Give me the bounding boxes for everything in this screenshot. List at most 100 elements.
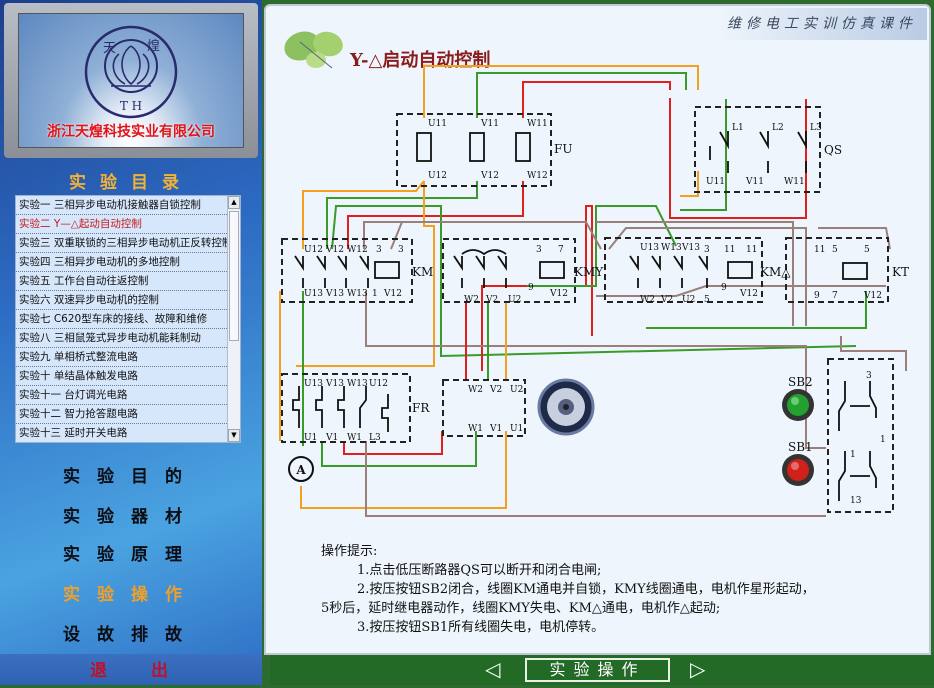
terminal-label: SB1 xyxy=(788,440,813,454)
wires xyxy=(279,65,907,517)
menu-operation[interactable]: 实验操作 xyxy=(63,585,199,605)
next-arrow-icon[interactable]: ▷ xyxy=(690,657,706,681)
terminal-label: KM△ xyxy=(760,265,791,279)
terminal-label: 3 xyxy=(376,245,382,255)
motor-terminal-box[interactable] xyxy=(442,379,526,437)
menu-equipment[interactable]: 实验器材 xyxy=(63,507,199,527)
terminal-label: 9 xyxy=(528,283,534,293)
component-symbols xyxy=(288,131,877,501)
sb2-button[interactable] xyxy=(782,389,814,421)
scroll-down-icon[interactable]: ▼ xyxy=(228,429,240,442)
terminal-label: 5 xyxy=(832,245,838,255)
km-box[interactable] xyxy=(281,238,413,303)
terminal-label: 1 xyxy=(850,450,856,460)
kmd-coil xyxy=(727,261,753,279)
experiment-item[interactable]: 实验五 工作台自动往返控制 xyxy=(16,272,227,291)
experiment-item[interactable]: 实验九 单相桥式整流电路 xyxy=(16,348,227,367)
sidebar: 天 煌 T H 浙江天煌科技实业有限公司 实验目录 实验一 三相异步电动机接触器… xyxy=(0,0,262,685)
experiment-list[interactable]: 实验一 三相异步电动机接触器自锁控制实验二 Y—△起动自动控制实验三 双重联锁的… xyxy=(15,195,241,443)
experiment-item[interactable]: 实验七 C620型车床的接线、故障和维修 xyxy=(16,310,227,329)
course-banner: 维修电工实训仿真课件 xyxy=(717,8,927,40)
terminal-label: A xyxy=(295,463,306,477)
button-box[interactable] xyxy=(827,358,894,513)
terminal-label: V2 xyxy=(485,295,498,305)
kmy-box[interactable] xyxy=(442,238,576,303)
terminal-label: 3 xyxy=(536,245,542,255)
scroll-thumb[interactable] xyxy=(229,211,239,341)
terminal-label: U12 xyxy=(304,245,323,255)
terminal-label: V2 xyxy=(489,385,502,395)
terminal-label: 7 xyxy=(832,291,838,301)
experiment-item[interactable]: 实验六 双速异步电动机的控制 xyxy=(16,291,227,310)
terminal-label: L1 xyxy=(732,123,744,133)
terminal-label: V13 xyxy=(325,289,344,299)
terminal-label: 13 xyxy=(850,496,862,506)
company-logo-panel: 天 煌 T H 浙江天煌科技实业有限公司 xyxy=(4,3,258,158)
terminal-label: U12 xyxy=(369,379,388,389)
experiment-item[interactable]: 实验四 三相异步电动机的多地控制 xyxy=(16,253,227,272)
terminal-label: 11 xyxy=(814,245,825,255)
tip-line: 3.按压按钮SB1所有线圈失电，电机停转。 xyxy=(357,620,605,635)
experiment-item[interactable]: 实验十三 延时开关电路 xyxy=(16,424,227,442)
qs-box[interactable] xyxy=(694,106,821,193)
kmd-box[interactable] xyxy=(604,237,763,303)
experiment-item[interactable]: 实验八 三相鼠笼式异步电动机能耗制动 xyxy=(16,329,227,348)
terminal-label: V1 xyxy=(489,424,502,434)
fuse-u xyxy=(416,132,432,162)
terminal-label: V12 xyxy=(480,171,499,181)
menu-principle[interactable]: 实验原理 xyxy=(63,545,199,565)
terminal-label: V12 xyxy=(325,245,344,255)
tip-line: 1.点击低压断路器QS可以断开和闭合电闸; xyxy=(357,563,602,578)
experiment-item[interactable]: 实验十 单结晶体触发电路 xyxy=(16,367,227,386)
terminal-label: W13 xyxy=(347,379,368,389)
scroll-up-icon[interactable]: ▲ xyxy=(228,196,240,209)
terminal-label: 5 xyxy=(704,295,710,305)
terminal-label: 3 xyxy=(398,245,404,255)
terminal-label: 3 xyxy=(704,245,710,255)
kt-box[interactable] xyxy=(785,237,889,303)
terminal-label: U13 xyxy=(640,243,659,253)
motor[interactable] xyxy=(537,378,595,436)
terminal-label: W1 xyxy=(468,424,483,434)
terminal-label: V12 xyxy=(549,289,568,299)
terminal-label: 7 xyxy=(558,245,564,255)
terminal-label: 11 xyxy=(724,245,735,255)
sb1-button[interactable] xyxy=(782,454,814,486)
terminal-label: W2 xyxy=(468,385,483,395)
terminal-label: L3 xyxy=(369,433,381,443)
main-panel: 维修电工实训仿真课件 Y-△启动自动控制 xyxy=(264,4,931,655)
terminal-label: U11 xyxy=(706,177,725,187)
terminal-label: W13 xyxy=(347,289,368,299)
terminal-label: V11 xyxy=(745,177,764,187)
experiment-item[interactable]: 实验三 双重联锁的三相异步电动机正反转控制 xyxy=(16,234,227,253)
menu-fault[interactable]: 设故排故 xyxy=(63,625,199,645)
company-name: 浙江天煌科技实业有限公司 xyxy=(47,124,215,140)
terminal-label: QS xyxy=(824,143,842,157)
kt-coil xyxy=(842,262,868,280)
terminal-label: U13 xyxy=(304,289,323,299)
terminal-label: KM xyxy=(412,265,433,279)
experiment-item[interactable]: 实验十二 智力抢答题电路 xyxy=(16,405,227,424)
menu-purpose[interactable]: 实验目的 xyxy=(63,467,199,487)
experiment-item[interactable]: 实验十一 台灯调光电路 xyxy=(16,386,227,405)
experiment-item[interactable]: 实验一 三相异步电动机接触器自锁控制 xyxy=(16,196,227,215)
experiment-item[interactable]: 实验二 Y—△起动自动控制 xyxy=(16,215,227,234)
terminal-label: V13 xyxy=(681,243,700,253)
terminal-label: 9 xyxy=(814,291,820,301)
fr-box[interactable] xyxy=(281,373,411,443)
prev-arrow-icon[interactable]: ◁ xyxy=(485,657,501,681)
terminal-label: V13 xyxy=(325,379,344,389)
terminal-label: V11 xyxy=(480,119,499,129)
list-scrollbar[interactable]: ▲ ▼ xyxy=(227,196,240,442)
km-coil xyxy=(374,261,400,279)
logo-char-right: 煌 xyxy=(147,39,160,54)
fu-box[interactable] xyxy=(396,113,552,187)
exit-button[interactable]: 退出 xyxy=(0,654,262,685)
tip-line: 5秒后，延时继电器动作，线圈KMY失电、KM△通电，电机作△起动; xyxy=(321,601,721,616)
ammeter[interactable] xyxy=(288,456,314,482)
terminal-label: KMY xyxy=(574,265,604,279)
terminal-label: W1 xyxy=(347,433,362,443)
fuse-v xyxy=(469,132,485,162)
